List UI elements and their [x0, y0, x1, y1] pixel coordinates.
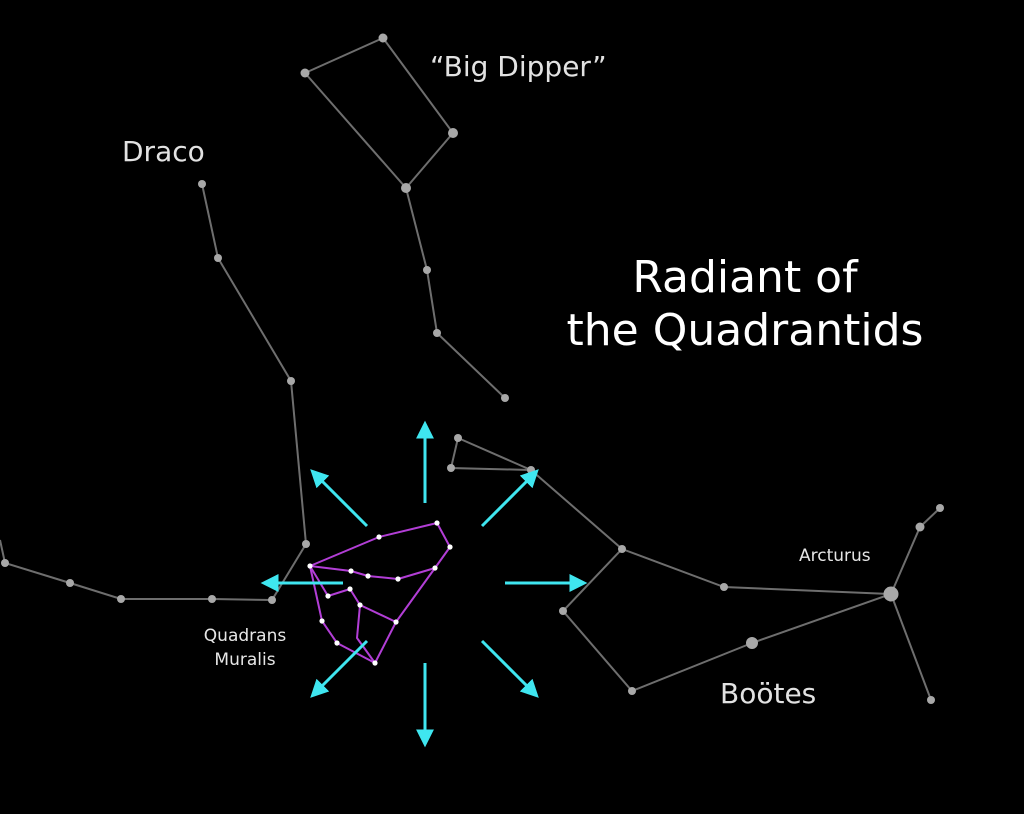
arrow-up-right	[480, 469, 539, 528]
star	[434, 520, 440, 526]
quadrans-inner-lines-2	[309, 565, 397, 623]
star	[268, 596, 276, 604]
chart-title-line-1: Radiant of	[632, 252, 858, 303]
big-dipper-handle-lines	[405, 187, 506, 399]
star	[447, 544, 453, 550]
star	[198, 180, 206, 188]
draco-constellation	[0, 183, 308, 602]
star	[448, 128, 458, 138]
star	[214, 254, 222, 262]
draco-stars	[1, 180, 310, 604]
star	[357, 602, 363, 608]
star	[395, 576, 401, 582]
star	[915, 522, 925, 532]
star	[746, 637, 758, 649]
star	[501, 394, 509, 402]
star	[347, 586, 353, 592]
quadrans-muralis-constellation	[309, 522, 451, 664]
bootes-leg-lines	[890, 593, 932, 701]
star	[1, 559, 9, 567]
draco-label: Draco	[122, 135, 205, 168]
bootes-body-lines	[530, 469, 892, 693]
big-dipper-stars	[300, 33, 509, 402]
big-dipper-constellation	[304, 36, 506, 399]
star	[393, 619, 399, 625]
star	[287, 377, 295, 385]
quadrans-label-line-2: Muralis	[214, 649, 276, 670]
star	[447, 464, 455, 472]
star	[454, 434, 462, 442]
star	[720, 583, 728, 591]
star	[432, 565, 438, 571]
quadrans-inner-lines	[309, 565, 436, 580]
draco-lines	[0, 183, 308, 602]
arcturus-label: Arcturus	[799, 546, 871, 566]
bootes-stars	[447, 434, 944, 704]
star	[927, 696, 935, 704]
star	[325, 593, 331, 599]
star	[401, 183, 411, 193]
bootes-upper-lines	[449, 437, 532, 471]
star	[378, 33, 388, 43]
star	[300, 68, 310, 78]
star	[307, 563, 313, 569]
star	[117, 595, 125, 603]
star	[365, 573, 371, 579]
big-dipper-label: “Big Dipper”	[430, 50, 607, 83]
star	[423, 266, 431, 274]
star	[433, 329, 441, 337]
arrow-up-left	[310, 469, 369, 528]
star	[628, 687, 636, 695]
star	[618, 545, 626, 553]
star	[936, 504, 944, 512]
quadrans-inner-lines-3	[356, 604, 376, 664]
star	[348, 568, 354, 574]
star	[334, 640, 340, 646]
arrow-down-right	[480, 639, 539, 698]
arrow-down-left	[310, 639, 369, 698]
chart-title: Radiant of the Quadrantids	[540, 252, 950, 358]
star	[372, 660, 378, 666]
star	[376, 534, 382, 540]
bootes-label: Boötes	[720, 677, 817, 710]
chart-title-line-2: the Quadrantids	[566, 304, 924, 356]
star	[559, 607, 567, 615]
bootes-constellation	[449, 437, 941, 701]
quadrans-stars	[307, 520, 453, 666]
meteor-arrows	[260, 420, 588, 748]
star	[302, 540, 310, 548]
quadrans-outer-lines	[309, 522, 451, 664]
star	[208, 595, 216, 603]
arcturus-star	[883, 586, 899, 602]
quadrans-label-line-1: Quadrans	[203, 626, 287, 646]
bootes-arm-lines	[890, 507, 941, 595]
star	[319, 618, 325, 624]
star	[66, 579, 74, 587]
quadrans-muralis-label: Quadrans Muralis	[190, 626, 300, 670]
